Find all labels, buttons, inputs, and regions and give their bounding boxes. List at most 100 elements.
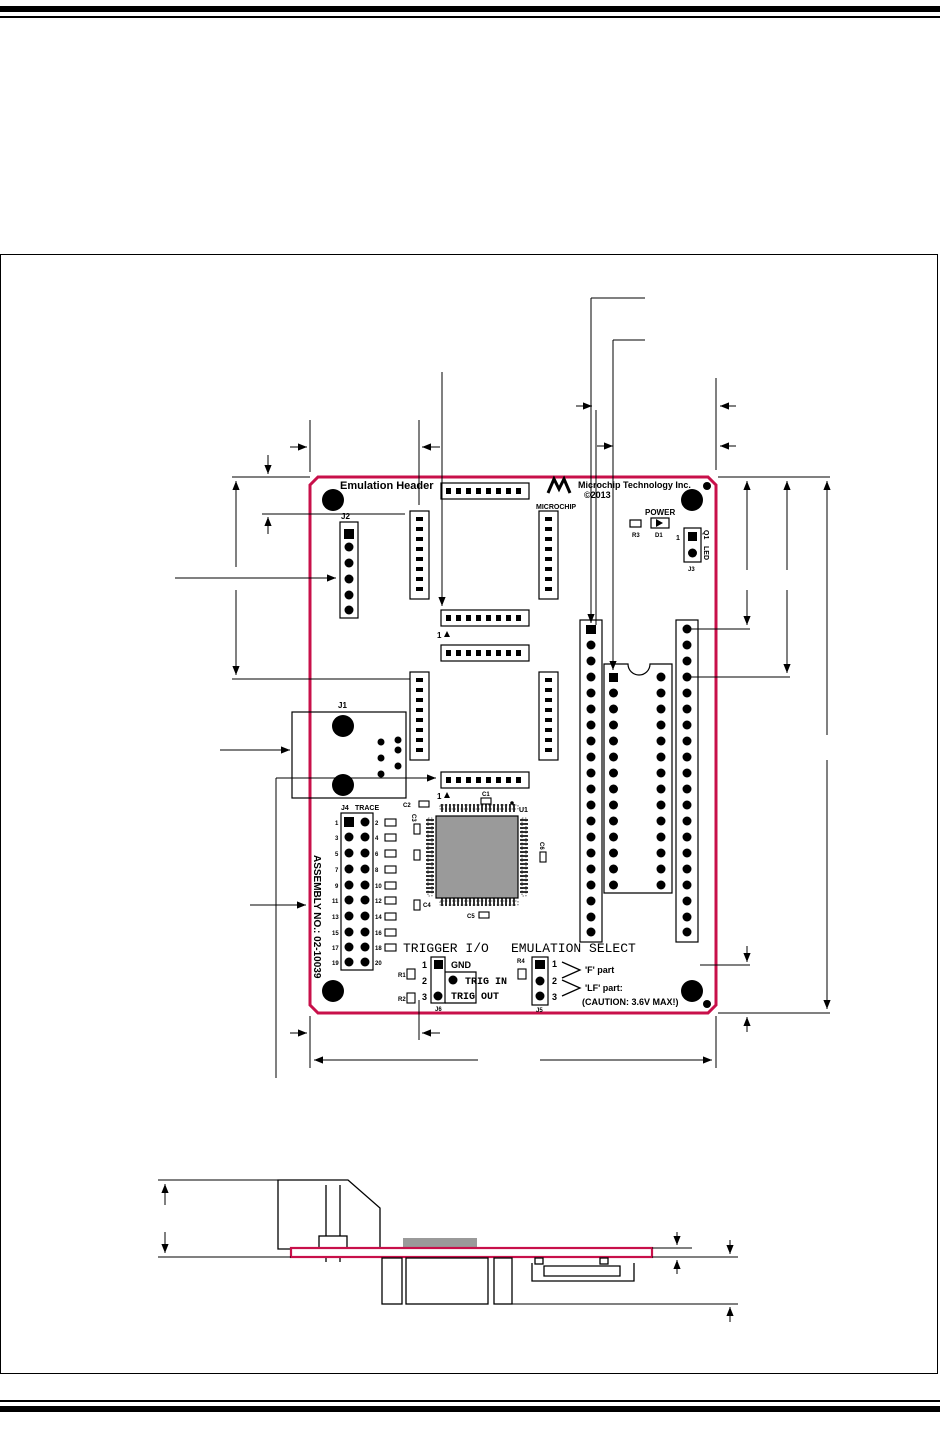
j4-pin-13: 13 bbox=[332, 915, 339, 921]
c6-capacitor bbox=[539, 851, 547, 863]
c1-label: C1 bbox=[482, 792, 490, 798]
microchip-logo-icon bbox=[546, 475, 572, 494]
j4-pin-5: 5 bbox=[335, 852, 339, 858]
assembly-number: ASSEMBLY NO.: 02-10039 bbox=[311, 855, 322, 979]
r4-label: R4 bbox=[517, 959, 525, 965]
option-f-part: 'F' part bbox=[585, 965, 614, 975]
right-vertical-connector-b bbox=[538, 671, 559, 761]
j4-pin-9: 9 bbox=[335, 884, 339, 890]
dip-socket-inner bbox=[603, 663, 673, 894]
c5b-capacitor bbox=[478, 911, 490, 919]
mounting-hole-br bbox=[681, 980, 703, 1002]
j4-label: J4 bbox=[341, 805, 349, 812]
corner-dot-tr bbox=[703, 482, 711, 490]
j4-pin-10: 10 bbox=[375, 884, 382, 890]
u1-chip bbox=[426, 801, 528, 906]
j4-pin-4: 4 bbox=[375, 836, 379, 842]
r2-label: R2 bbox=[398, 997, 406, 1003]
c1-capacitor bbox=[480, 797, 492, 805]
emulation-title: EMULATION SELECT bbox=[511, 941, 636, 956]
j4-pin-11: 11 bbox=[332, 899, 339, 905]
pin1-triangle-a bbox=[444, 631, 450, 637]
r1-label: R1 bbox=[398, 973, 406, 979]
side-view-pins bbox=[381, 1257, 635, 1305]
j4-pin-20: 20 bbox=[375, 961, 382, 967]
j6-trigger-header bbox=[430, 956, 477, 1004]
select-pin-3: 3 bbox=[552, 992, 557, 1002]
j4-pin-12: 12 bbox=[375, 899, 382, 905]
j4-pin-15: 15 bbox=[332, 931, 339, 937]
caution-note: (CAUTION: 3.6V MAX!) bbox=[582, 997, 679, 1007]
c2-label: C2 bbox=[403, 803, 411, 809]
mounting-hole-tl bbox=[322, 489, 344, 511]
j4-resistor-column bbox=[384, 818, 397, 952]
left-vertical-connector-a bbox=[409, 510, 430, 600]
d1-led bbox=[650, 517, 670, 529]
dimension-lines bbox=[175, 297, 831, 1078]
left-vertical-connector-b bbox=[409, 671, 430, 761]
bottom-connector bbox=[440, 771, 530, 789]
j3-jumper bbox=[683, 527, 702, 563]
trigger-trig-in: TRIG IN bbox=[465, 977, 507, 988]
j4-pin-14: 14 bbox=[375, 915, 382, 921]
r3-label: R3 bbox=[632, 533, 640, 539]
select-pin-2: 2 bbox=[552, 976, 557, 986]
mounting-hole-tr bbox=[681, 489, 703, 511]
trigger-gnd: GND bbox=[451, 960, 472, 970]
corner-dot-br bbox=[703, 1000, 711, 1008]
trigger-trig-out: TRIG OUT bbox=[451, 992, 499, 1003]
r3-resistor bbox=[629, 519, 642, 528]
j5-select-header bbox=[531, 956, 549, 1006]
j4-pin-18: 18 bbox=[375, 946, 382, 952]
c4-capacitor bbox=[413, 899, 421, 911]
pin1-triangle-b bbox=[444, 792, 450, 798]
j4-pin-17: 17 bbox=[332, 946, 339, 952]
j4-pin-6: 6 bbox=[375, 852, 379, 858]
side-view-pcb bbox=[289, 1246, 654, 1259]
j1-label: J1 bbox=[338, 701, 347, 710]
select-chevron-f bbox=[561, 961, 582, 979]
logo-text: MICROCHIP bbox=[536, 504, 576, 511]
j4-trace-header bbox=[340, 812, 374, 971]
j2-label: J2 bbox=[341, 512, 350, 521]
q1-label: Q1 bbox=[702, 530, 709, 539]
pcb-outline bbox=[308, 475, 718, 1015]
led-label: LED bbox=[702, 546, 709, 560]
j2-header bbox=[339, 521, 359, 619]
select-pin-1: 1 bbox=[552, 959, 557, 969]
figure-frame bbox=[0, 254, 938, 1374]
bottom-rule-thin bbox=[0, 1400, 940, 1402]
copyright: ©2013 bbox=[584, 490, 611, 500]
j5-label: J5 bbox=[536, 1008, 543, 1014]
c2-capacitor bbox=[418, 800, 430, 808]
middle-connector-a bbox=[440, 609, 530, 627]
j4-pin-2: 2 bbox=[375, 821, 379, 827]
option-lf-part: 'LF' part: bbox=[585, 983, 623, 993]
r4-resistor bbox=[517, 968, 527, 980]
j4-pin-8: 8 bbox=[375, 868, 379, 874]
d1-label: D1 bbox=[655, 533, 663, 539]
side-view-chip bbox=[403, 1238, 477, 1248]
j4-pin-3: 3 bbox=[335, 836, 339, 842]
pin1-marker-b: 1 bbox=[437, 792, 442, 801]
side-view bbox=[277, 1179, 654, 1305]
c5-capacitor bbox=[413, 849, 421, 861]
j4-pin-7: 7 bbox=[335, 868, 339, 874]
side-view-jack-body bbox=[277, 1179, 381, 1250]
middle-connector-b bbox=[440, 644, 530, 662]
pin1-marker-a: 1 bbox=[437, 631, 442, 640]
bottom-rule-thick bbox=[0, 1406, 940, 1412]
j3-label: J3 bbox=[688, 567, 695, 573]
right-vertical-connector-a bbox=[538, 510, 559, 600]
j4-pin-16: 16 bbox=[375, 931, 382, 937]
r1-resistor bbox=[406, 968, 416, 980]
brand-name: Microchip Technology Inc. bbox=[578, 480, 691, 490]
trigger-pin-1: 1 bbox=[422, 960, 427, 970]
trigger-pin-2: 2 bbox=[422, 976, 427, 986]
dip-socket-outer bbox=[579, 619, 699, 943]
trigger-title: TRIGGER I/O bbox=[403, 941, 489, 956]
j4-pin-numbers: 1 3 5 7 9 11 13 15 17 19 2 4 6 8 10 12 1… bbox=[332, 821, 382, 967]
top-rule-thin bbox=[0, 16, 940, 18]
j4-pin-1: 1 bbox=[335, 821, 339, 827]
